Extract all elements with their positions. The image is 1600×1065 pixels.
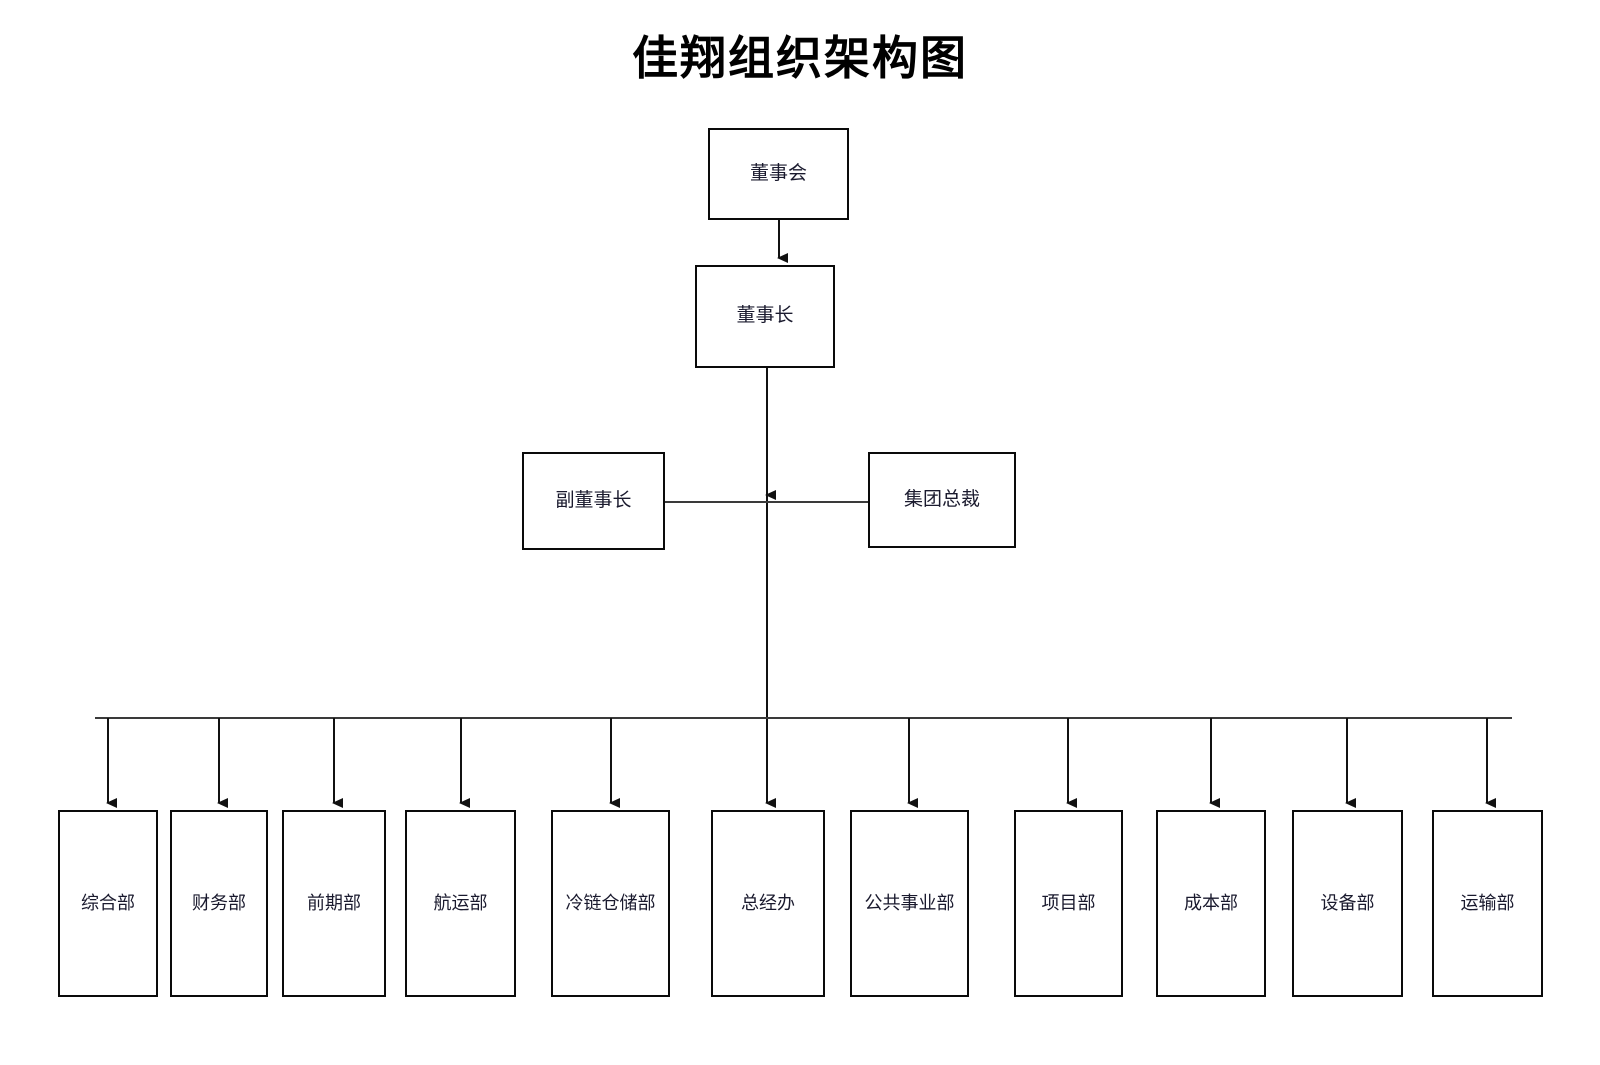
node-label-dept-transport: 运输部 [1460,892,1515,913]
node-label-dept-shipping: 航运部 [433,892,488,913]
node-chairman[interactable]: 董事长 [695,265,835,368]
node-dept-equipment[interactable]: 设备部 [1292,810,1403,997]
node-vice-chairman[interactable]: 副董事长 [522,452,665,550]
node-dept-preliminary[interactable]: 前期部 [282,810,386,997]
node-dept-transport[interactable]: 运输部 [1432,810,1543,997]
node-dept-shipping[interactable]: 航运部 [405,810,516,997]
node-label-dept-utilities: 公共事业部 [864,892,955,913]
node-label-dept-equipment: 设备部 [1320,892,1375,913]
node-label-board: 董事会 [749,162,807,184]
node-label-dept-preliminary: 前期部 [307,892,361,913]
node-label-dept-project: 项目部 [1041,892,1096,913]
node-label-dept-general: 综合部 [81,892,135,913]
node-dept-general[interactable]: 综合部 [58,810,158,997]
node-label-vice-chairman: 副董事长 [555,489,632,511]
node-dept-cost[interactable]: 成本部 [1156,810,1266,997]
node-label-chairman: 董事长 [736,305,794,327]
node-dept-project[interactable]: 项目部 [1014,810,1123,997]
node-board-of-directors[interactable]: 董事会 [708,128,849,220]
node-label-dept-finance: 财务部 [192,892,246,913]
node-label-group-president: 集团总裁 [903,488,980,510]
node-dept-coldchain[interactable]: 冷链仓储部 [551,810,670,997]
node-dept-finance[interactable]: 财务部 [170,810,268,997]
node-dept-gm-office[interactable]: 总经办 [711,810,825,997]
node-label-dept-gm-office: 总经办 [741,892,795,913]
node-dept-utilities[interactable]: 公共事业部 [850,810,969,997]
node-label-dept-coldchain: 冷链仓储部 [565,892,656,913]
node-label-dept-cost: 成本部 [1184,892,1238,913]
page-title: 佳翔组织架构图 [632,33,968,84]
node-group-president[interactable]: 集团总裁 [868,452,1016,548]
